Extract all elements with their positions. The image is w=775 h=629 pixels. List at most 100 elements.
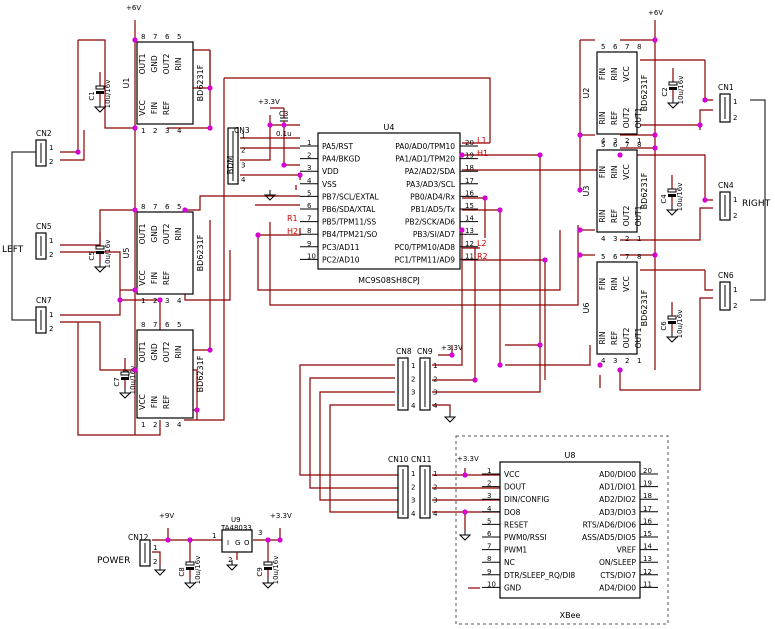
cap-value: 10u/16v xyxy=(272,556,280,585)
amp-pin-number: 2 xyxy=(153,297,157,305)
wire xyxy=(60,209,135,246)
amp-pin-label: RIN xyxy=(598,209,607,222)
amp-pin-label: OUT1 xyxy=(634,327,643,348)
amp-pin-label: VCC xyxy=(138,100,147,116)
cap-value: 10u/16v xyxy=(194,556,202,585)
wire xyxy=(152,551,161,565)
amp-pin-number: 8 xyxy=(141,203,145,211)
connector-pin-number: 1 xyxy=(733,196,737,204)
cap-ref: C7 xyxy=(113,377,121,386)
u8-pin-name: VREF xyxy=(617,546,636,555)
net-label-r2: R2 xyxy=(477,252,488,261)
wire xyxy=(152,528,169,541)
u4-pin-number: 15 xyxy=(465,202,474,210)
amp-u6 xyxy=(596,261,638,355)
connector-pin-number: 2 xyxy=(733,212,737,220)
junction-dot xyxy=(75,149,81,155)
ground-symbol xyxy=(458,530,472,541)
amp-pin-label: VCC xyxy=(622,276,631,292)
amp-pin-number: 8 xyxy=(637,253,641,261)
ground-symbol xyxy=(183,578,197,589)
xbee-module-u8 xyxy=(455,435,669,625)
u4-pin-name: PA4/BKGD xyxy=(322,155,360,164)
u9-pin-i: I xyxy=(227,539,229,547)
rail-label: +3.3V xyxy=(258,98,280,106)
ground-symbol xyxy=(93,262,107,273)
junction-dot xyxy=(459,152,465,158)
rail-label: +6V xyxy=(648,9,663,17)
u4-pin-name: PB2/SCK/AD6 xyxy=(405,218,455,227)
amp-pin-label: OUT1 xyxy=(634,205,643,226)
junction-dot xyxy=(702,197,708,203)
connector-ref: CN1 xyxy=(718,83,734,92)
junction-dot xyxy=(542,257,548,263)
junction-dot xyxy=(132,37,138,43)
rail-label: +9V xyxy=(159,512,174,520)
cap-ref: C3 xyxy=(279,110,288,118)
connector-cn8 xyxy=(397,357,409,411)
u8-pin-number: 17 xyxy=(643,505,652,513)
junction-dot xyxy=(652,145,658,151)
wire xyxy=(224,77,491,143)
connector-pin-number: 2 xyxy=(411,375,415,383)
amp-ref: U6 xyxy=(582,303,591,314)
amp-pin-number: 7 xyxy=(153,203,157,211)
wire xyxy=(258,228,301,236)
u8-pin-number: 7 xyxy=(487,543,491,551)
u4-pin-name: PC2/AD10 xyxy=(322,255,360,264)
ground-symbol xyxy=(443,412,457,423)
amp-pin-number: 6 xyxy=(613,141,618,149)
u4-pin-name: PC3/AD11 xyxy=(322,243,360,252)
u8-pin-name: AD4/DIO0 xyxy=(599,583,636,592)
amp-pin-number: 8 xyxy=(141,321,145,329)
connector-pin-number: 2 xyxy=(153,558,157,566)
ground-symbol xyxy=(263,190,277,201)
u4-pin-number: 11 xyxy=(465,252,474,260)
junction-dot xyxy=(652,252,658,258)
amp-pin-label: REF xyxy=(610,111,619,125)
u9-ref: U9 xyxy=(231,516,241,524)
amp-pin-number: 1 xyxy=(637,235,641,243)
wire xyxy=(432,404,451,412)
amp-pin-number: 7 xyxy=(625,141,629,149)
amp-pin-label: FIN xyxy=(598,68,607,80)
u4-pin-name: PC1/TPM11/AD9 xyxy=(395,255,456,264)
amp-pin-number: 5 xyxy=(177,203,181,211)
u4-pin-number: 7 xyxy=(307,215,311,223)
connector-pin-number: 1 xyxy=(49,311,53,319)
u4-pin-number: 3 xyxy=(307,164,311,172)
wire xyxy=(319,391,398,501)
u8-pin-number: 4 xyxy=(487,505,492,513)
amp-part: BD6231F xyxy=(640,289,649,326)
cap-ref: C8 xyxy=(178,567,186,576)
amp-pin-label: VCC xyxy=(138,394,147,410)
u8-pin-number: 10 xyxy=(487,580,496,588)
u8-pin-name: RTS/AD6/DIO6 xyxy=(583,520,637,529)
wire xyxy=(78,39,135,129)
amp-pin-number: 8 xyxy=(637,43,641,51)
u9-pin-number: 3 xyxy=(258,529,262,537)
u4-pin-name: PB0/AD4/Rx xyxy=(410,192,455,201)
connector-pin-number: 1 xyxy=(733,98,737,106)
amp-pin-label: OUT1 xyxy=(138,341,147,362)
connector-pin-number: 2 xyxy=(49,251,53,259)
connector-pin-number: 1 xyxy=(411,362,415,370)
cap-ref: C2 xyxy=(661,87,669,96)
junction-dot xyxy=(537,152,543,158)
amp-pin-number: 1 xyxy=(637,357,641,365)
u8-pin-name: AD3/DIO3 xyxy=(599,508,636,517)
u4-pin-number: 19 xyxy=(465,152,474,160)
connector-pin-number: 2 xyxy=(733,302,737,310)
wire xyxy=(77,322,161,436)
u4-pin-number: 9 xyxy=(307,240,311,248)
u4-pin-number: 8 xyxy=(307,227,311,235)
junction-dot xyxy=(182,207,188,213)
amp-pin-label: OUT2 xyxy=(622,107,631,128)
connector-cn10 xyxy=(397,465,409,519)
ground-symbol xyxy=(666,98,680,109)
u8-pin-name: DTR/SLEEP_RQ/DI8 xyxy=(504,571,575,580)
junction-dot xyxy=(187,537,193,543)
amp-pin-number: 2 xyxy=(625,357,629,365)
mcu-u4 xyxy=(300,132,478,270)
